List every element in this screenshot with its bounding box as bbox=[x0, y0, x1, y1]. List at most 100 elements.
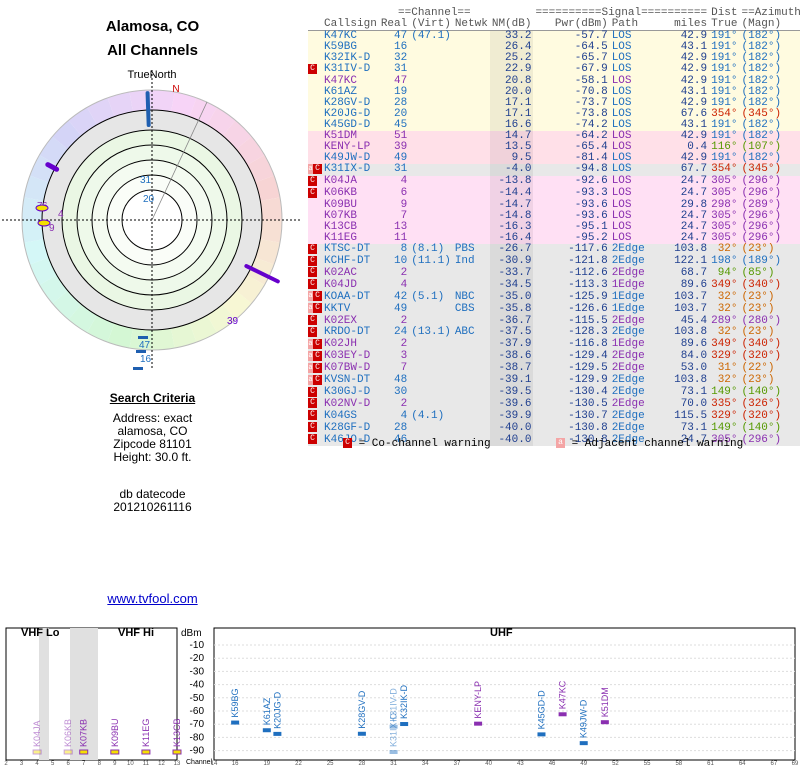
station-label: K31IX-D bbox=[389, 712, 399, 747]
tvfool-link[interactable]: www.tvfool.com bbox=[107, 591, 198, 606]
path: 2Edge bbox=[611, 254, 645, 267]
warn-flag bbox=[308, 200, 322, 211]
callsign: KOAA-DT bbox=[324, 290, 371, 303]
callsign: K51DM bbox=[324, 129, 358, 142]
path: LOS bbox=[611, 175, 632, 188]
warn-flag bbox=[308, 120, 322, 131]
compass-wheel-segment bbox=[189, 315, 217, 343]
virtual-channel bbox=[409, 131, 453, 142]
real-channel: 11 bbox=[394, 231, 408, 244]
station-marker: K13CB bbox=[172, 718, 182, 755]
azimuth-true: 94° bbox=[717, 266, 738, 279]
uhf-tick: 58 bbox=[675, 761, 682, 767]
vhf-tick: 10 bbox=[127, 761, 134, 767]
network bbox=[453, 339, 490, 351]
real-channel: 2 bbox=[400, 397, 408, 410]
station-bar bbox=[600, 720, 609, 725]
real-channel: 10 bbox=[394, 254, 408, 267]
db-level-label: -50 bbox=[190, 693, 205, 704]
virtual-channel bbox=[409, 422, 453, 434]
dist-header: Dist bbox=[711, 7, 738, 19]
criteria-line: Zipcode 81101 bbox=[113, 437, 192, 451]
station-label: K32IK-D bbox=[399, 685, 409, 720]
location-title: Alamosa, CO bbox=[105, 18, 200, 35]
compass-wheel-segment bbox=[247, 155, 275, 183]
distance-miles: 103.8 bbox=[674, 374, 708, 387]
azimuth-magnetic: (23°) bbox=[741, 326, 775, 339]
azimuth-magnetic: (23°) bbox=[741, 243, 775, 256]
nm-db: -39.9 bbox=[489, 410, 534, 423]
azimuth-true: 32° bbox=[717, 243, 738, 256]
polar-marker bbox=[136, 350, 146, 353]
azimuth-magnetic: (107°) bbox=[741, 140, 782, 153]
co-channel-warning-icon: C bbox=[308, 243, 317, 254]
distance-miles: 70.0 bbox=[680, 397, 708, 410]
azimuth-magnetic: (320°) bbox=[741, 350, 782, 363]
vhf-shade bbox=[70, 628, 98, 760]
db-level-label: -80 bbox=[190, 732, 205, 743]
co-channel-warning-icon: C bbox=[308, 386, 317, 397]
co-channel-warning-icon: C bbox=[308, 398, 317, 409]
station-bar bbox=[474, 721, 483, 726]
nm-db: -39.6 bbox=[489, 398, 534, 411]
callsign: K07BW-D bbox=[324, 362, 371, 375]
power-dbm: -117.6 bbox=[568, 243, 608, 256]
co-channel-warning-icon: C bbox=[308, 434, 317, 445]
azimuth-true: 191° bbox=[711, 96, 738, 109]
real-channel: 20 bbox=[394, 107, 408, 120]
virtual-channel: (47.1) bbox=[411, 30, 451, 42]
nm-db: -16.4 bbox=[489, 232, 534, 244]
uhf-tick: 31 bbox=[390, 761, 397, 767]
distance-miles: 42.9 bbox=[680, 30, 708, 42]
station-label: K09BU bbox=[110, 718, 120, 747]
virtual-channel bbox=[409, 109, 453, 120]
power-dbm: -113.3 bbox=[568, 278, 608, 291]
virtual-channel bbox=[409, 222, 453, 233]
callsign: K02JH bbox=[324, 338, 358, 351]
power-dbm: -64.2 bbox=[574, 129, 608, 142]
path: LOS bbox=[611, 85, 632, 98]
network bbox=[453, 267, 490, 279]
virtual-channel bbox=[409, 200, 453, 211]
adjacent-channel-legend: a = Adjacent channel warning bbox=[556, 438, 743, 450]
power-dbm: -92.6 bbox=[574, 175, 608, 188]
polar-channel-label: 16 bbox=[140, 354, 152, 365]
compass-wheel-segment bbox=[29, 155, 57, 183]
path: 2Edge bbox=[611, 433, 645, 446]
warn-flag bbox=[308, 87, 322, 98]
network bbox=[453, 153, 490, 164]
power-dbm: -73.8 bbox=[574, 107, 608, 120]
station-bar bbox=[262, 728, 271, 733]
real-channel: 9 bbox=[400, 198, 408, 211]
station-marker: KENY-LP bbox=[473, 681, 483, 726]
station-label: K47KC bbox=[558, 680, 568, 709]
warn-flag: C bbox=[308, 267, 322, 279]
real-channel: 4 bbox=[400, 409, 408, 422]
station-bar bbox=[537, 732, 546, 737]
callsign: KCHF-DT bbox=[324, 254, 371, 267]
polar-channel-label: 39 bbox=[227, 316, 239, 327]
station-marker: K31IV-D bbox=[389, 688, 399, 729]
real-channel: 48 bbox=[394, 374, 408, 387]
db-level-label: -30 bbox=[190, 666, 205, 677]
distance-miles: 84.0 bbox=[680, 350, 708, 363]
path: 2Edge bbox=[611, 385, 645, 398]
co-channel-warning-icon: C bbox=[313, 163, 322, 174]
dbm-unit: dBm bbox=[181, 628, 202, 639]
uhf-tick: 52 bbox=[612, 761, 619, 767]
callsign: K30GJ-D bbox=[324, 385, 371, 398]
adjacent-channel-label: = Adjacent channel warning bbox=[571, 438, 744, 450]
warn-flag bbox=[308, 42, 322, 53]
real-channel: 49 bbox=[394, 302, 408, 315]
co-channel-warning-icon: C bbox=[308, 175, 317, 186]
network bbox=[453, 76, 490, 87]
